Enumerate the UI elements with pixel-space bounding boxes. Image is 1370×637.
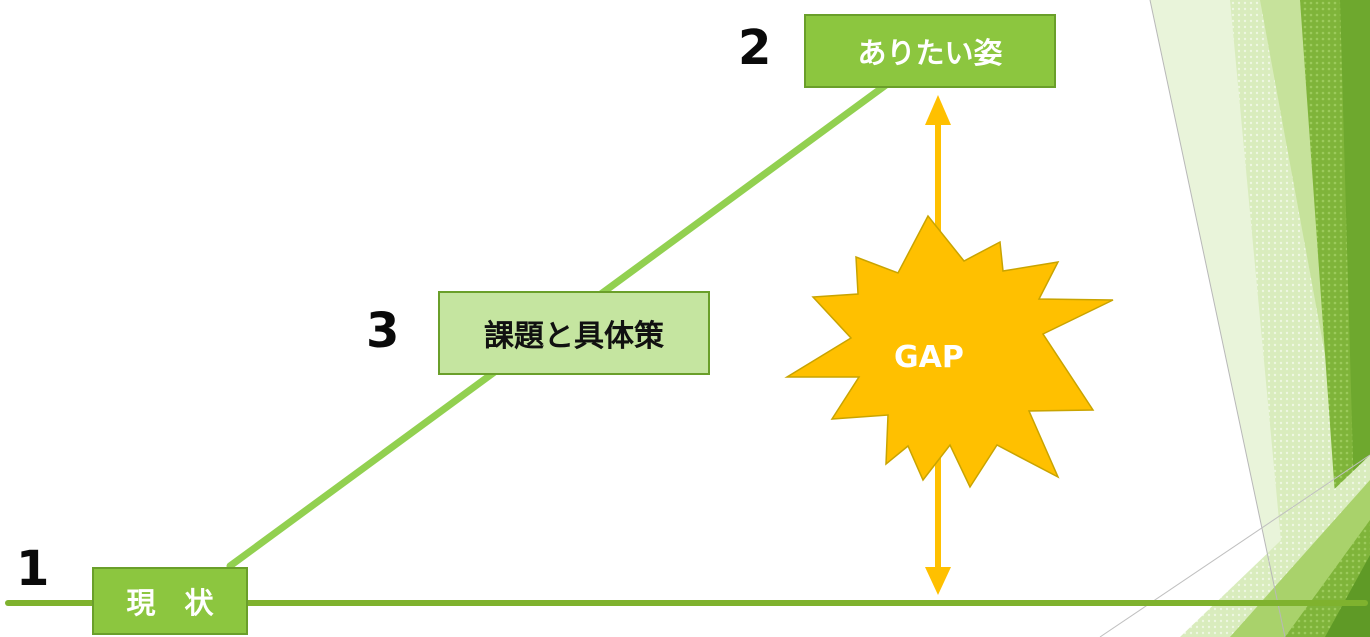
ideal-state-label: ありたい姿 <box>857 36 1003 70</box>
decorative-facets <box>1099 0 1370 637</box>
gap-label: GAP <box>894 340 964 375</box>
current-state-label: 現 状 <box>126 586 214 620</box>
step-number-actions: 3 <box>366 303 400 359</box>
actions-label: 課題と具体策 <box>484 319 664 354</box>
ideal-state-box: ありたい姿 <box>804 14 1056 88</box>
actions-box: 課題と具体策 <box>438 291 710 375</box>
current-state-box: 現 状 <box>92 567 248 635</box>
gap-starburst <box>784 214 1114 489</box>
step-number-current: 1 <box>16 541 50 597</box>
step-number-ideal: 2 <box>738 20 772 76</box>
